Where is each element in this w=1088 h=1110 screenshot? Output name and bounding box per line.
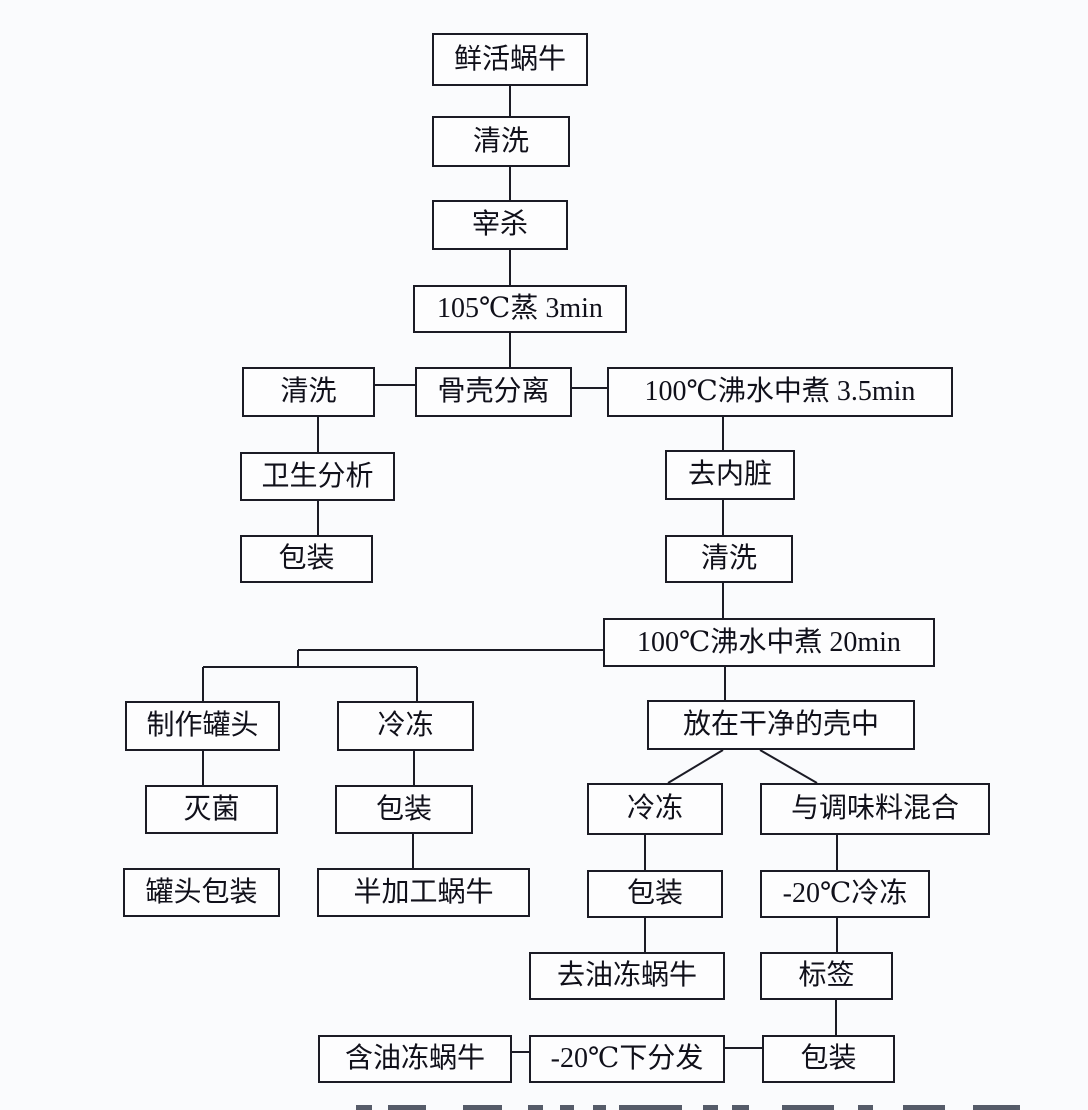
flow-node-package-3: 包装 bbox=[587, 870, 723, 918]
node-label: 与调味料混合 bbox=[790, 793, 959, 824]
node-label: 105℃蒸 3min bbox=[437, 293, 603, 324]
flow-node-oil-free-frozen: 去油冻蜗牛 bbox=[529, 952, 725, 1000]
node-label: 100℃沸水中煮 20min bbox=[637, 626, 901, 658]
node-label: 包装 bbox=[375, 793, 432, 825]
flow-node-shell-separate: 骨壳分离 bbox=[415, 367, 572, 417]
cropped-caption-fragments bbox=[356, 1105, 1020, 1110]
node-label: 制作罐头 bbox=[146, 710, 259, 741]
flow-node-semi-processed: 半加工蜗牛 bbox=[317, 868, 530, 917]
flow-node-package-2: 包装 bbox=[335, 785, 473, 834]
node-label: 清洗 bbox=[280, 376, 337, 407]
node-label: 清洗 bbox=[472, 125, 529, 157]
node-label: 半加工蜗牛 bbox=[353, 876, 494, 908]
connector-line bbox=[759, 749, 818, 784]
node-label: 清洗 bbox=[700, 543, 757, 574]
node-label: 去油冻蜗牛 bbox=[556, 960, 697, 991]
flow-node-freeze-2: 冷冻 bbox=[587, 783, 723, 835]
flow-node-remove-viscera: 去内脏 bbox=[665, 450, 795, 500]
flow-node-fresh-snail: 鲜活蜗牛 bbox=[432, 33, 588, 86]
flow-node-wash-2: 清洗 bbox=[242, 367, 375, 417]
node-label: 鲜活蜗牛 bbox=[453, 43, 566, 75]
node-label: 包装 bbox=[626, 878, 683, 909]
flow-node-wash-3: 清洗 bbox=[665, 535, 793, 583]
node-label: 放在干净的壳中 bbox=[682, 709, 879, 740]
flow-node-slaughter: 宰杀 bbox=[432, 200, 568, 250]
flow-node-mix-seasoning: 与调味料混合 bbox=[760, 783, 990, 835]
flow-node-freeze-minus20: -20℃冷冻 bbox=[760, 870, 930, 918]
flow-node-place-in-shell: 放在干净的壳中 bbox=[647, 700, 915, 750]
flow-node-wash-1: 清洗 bbox=[432, 116, 570, 167]
node-label: 骨壳分离 bbox=[437, 376, 550, 407]
flow-node-freeze-1: 冷冻 bbox=[337, 701, 474, 751]
node-label: 宰杀 bbox=[471, 209, 528, 240]
node-label: 卫生分析 bbox=[261, 460, 374, 492]
connector-line bbox=[667, 749, 724, 784]
flow-node-boil-20min: 100℃沸水中煮 20min bbox=[603, 618, 935, 667]
node-label: 罐头包装 bbox=[145, 876, 258, 908]
flow-node-tag-label: 标签 bbox=[760, 952, 893, 1000]
node-label: 灭菌 bbox=[183, 793, 240, 825]
node-label: 去内脏 bbox=[687, 459, 772, 490]
flow-node-can-package: 罐头包装 bbox=[123, 868, 280, 917]
node-label: 标签 bbox=[798, 960, 855, 991]
node-label: 100℃沸水中煮 3.5min bbox=[644, 376, 916, 407]
node-label: 含油冻蜗牛 bbox=[344, 1043, 485, 1074]
flow-node-steam-105: 105℃蒸 3min bbox=[413, 285, 627, 333]
flow-node-oil-frozen: 含油冻蜗牛 bbox=[318, 1035, 512, 1083]
node-label: 包装 bbox=[278, 543, 335, 574]
flow-node-make-cans: 制作罐头 bbox=[125, 701, 280, 751]
flow-node-package-1: 包装 bbox=[240, 535, 373, 583]
node-label: 包装 bbox=[800, 1043, 857, 1074]
node-label: -20℃冷冻 bbox=[782, 878, 908, 909]
flow-node-sterilize: 灭菌 bbox=[145, 785, 278, 834]
flow-node-distribute-minus20: -20℃下分发 bbox=[529, 1035, 725, 1083]
node-label: -20℃下分发 bbox=[550, 1043, 704, 1074]
flow-node-boil-3-5min: 100℃沸水中煮 3.5min bbox=[607, 367, 953, 417]
flow-node-hygiene-analysis: 卫生分析 bbox=[240, 452, 395, 501]
node-label: 冷冻 bbox=[377, 710, 434, 741]
node-label: 冷冻 bbox=[626, 793, 683, 824]
flow-node-package-4: 包装 bbox=[762, 1035, 895, 1083]
